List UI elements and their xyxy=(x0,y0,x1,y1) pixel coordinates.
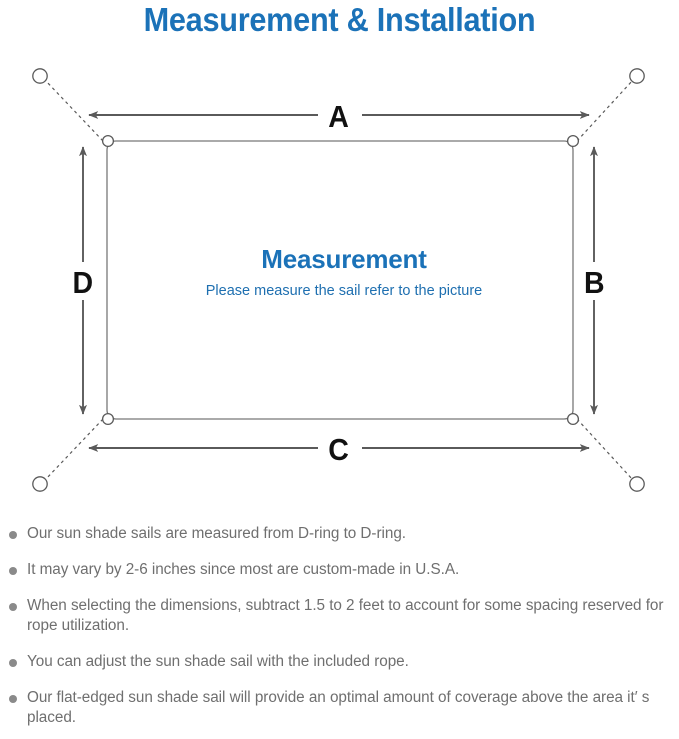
dimension-label-a: A xyxy=(328,100,349,134)
anchor-point-bottom-right xyxy=(629,476,645,492)
list-item: When selecting the dimensions, subtract … xyxy=(0,596,679,636)
bullet-icon xyxy=(9,531,17,539)
note-text: You can adjust the sun shade sail with t… xyxy=(27,653,409,670)
sail-outline xyxy=(106,140,574,420)
bullet-icon xyxy=(9,603,17,611)
bullet-icon xyxy=(9,659,17,667)
sail-center-title: Measurement xyxy=(261,244,427,274)
list-item: It may vary by 2-6 inches since most are… xyxy=(0,560,679,580)
sail-center-subtitle: Please measure the sail refer to the pic… xyxy=(206,283,482,299)
note-text: Our flat-edged sun shade sail will provi… xyxy=(27,689,650,726)
note-text: Our sun shade sails are measured from D-… xyxy=(27,525,406,542)
page-title: Measurement & Installation xyxy=(143,1,536,38)
list-item: You can adjust the sun shade sail with t… xyxy=(0,652,679,672)
d-ring-bottom-right xyxy=(566,412,580,426)
rope-lines xyxy=(44,79,634,481)
bullet-icon xyxy=(9,567,17,575)
rope-line-bottom-left xyxy=(44,418,104,481)
notes-list: Our sun shade sails are measured from D-… xyxy=(0,524,679,728)
rope-line-top-right xyxy=(576,79,634,142)
anchor-point-top-right xyxy=(629,68,645,84)
d-ring-top-right xyxy=(566,134,580,148)
d-ring-bottom-left xyxy=(101,412,115,426)
rope-line-bottom-right xyxy=(576,418,634,481)
d-ring-top-left xyxy=(101,134,115,148)
sail-measurement-diagram: A C D B Measurement Please measure the s… xyxy=(0,52,679,522)
anchor-point-bottom-left xyxy=(32,476,48,492)
rope-line-top-left xyxy=(44,79,104,142)
dimension-label-b: B xyxy=(584,266,605,300)
dimension-label-d: D xyxy=(73,266,94,300)
note-text: When selecting the dimensions, subtract … xyxy=(27,597,664,634)
dimension-label-c: C xyxy=(328,433,349,467)
anchor-points xyxy=(32,68,645,492)
list-item: Our flat-edged sun shade sail will provi… xyxy=(0,688,679,728)
anchor-point-top-left xyxy=(32,68,48,84)
bullet-icon xyxy=(9,695,17,703)
list-item: Our sun shade sails are measured from D-… xyxy=(0,524,679,544)
d-rings xyxy=(101,134,580,426)
note-text: It may vary by 2-6 inches since most are… xyxy=(27,561,460,578)
